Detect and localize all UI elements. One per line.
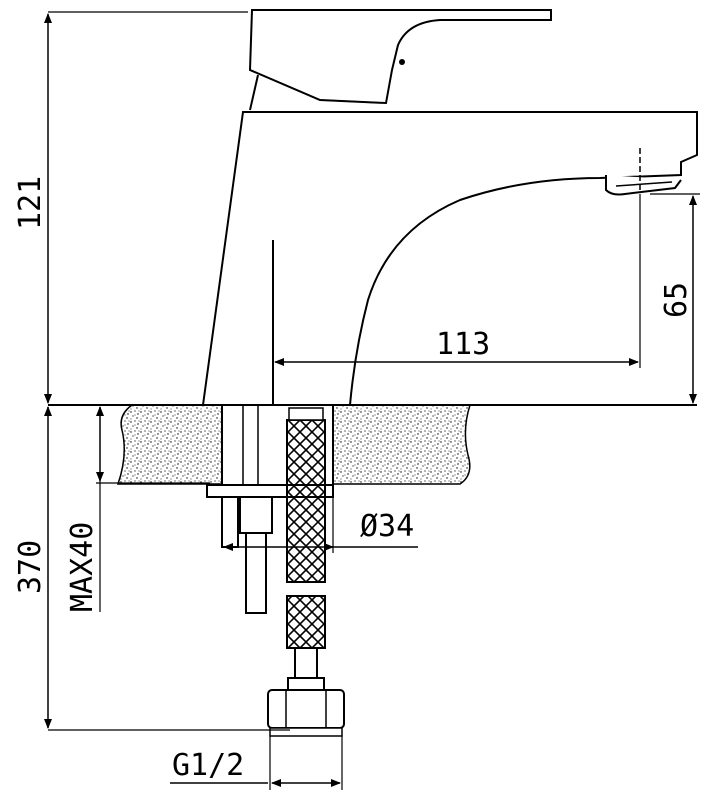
label-max-thickness: MAX40 xyxy=(65,522,100,612)
label-height-total: 121 xyxy=(13,176,48,230)
braided-hose xyxy=(267,407,345,737)
label-thread: G1/2 xyxy=(172,748,244,783)
label-body-diameter: Ø34 xyxy=(360,509,414,544)
dimension-hose-length: 370 xyxy=(13,406,290,731)
dimension-max-thickness: MAX40 xyxy=(65,406,210,612)
dimension-body-diameter: Ø34 xyxy=(223,497,418,553)
dimension-spout-height: 65 xyxy=(650,193,700,404)
label-spout-reach: 113 xyxy=(436,327,490,362)
lever-handle xyxy=(248,9,552,105)
dimension-thread: G1/2 xyxy=(170,736,343,790)
label-spout-height: 65 xyxy=(659,282,694,318)
label-hose-length: 370 xyxy=(13,540,48,594)
dimension-spout-reach: 113 xyxy=(274,194,641,368)
dimension-height-total: 121 xyxy=(13,11,248,404)
countertop xyxy=(116,404,472,485)
faucet-body xyxy=(201,74,698,406)
